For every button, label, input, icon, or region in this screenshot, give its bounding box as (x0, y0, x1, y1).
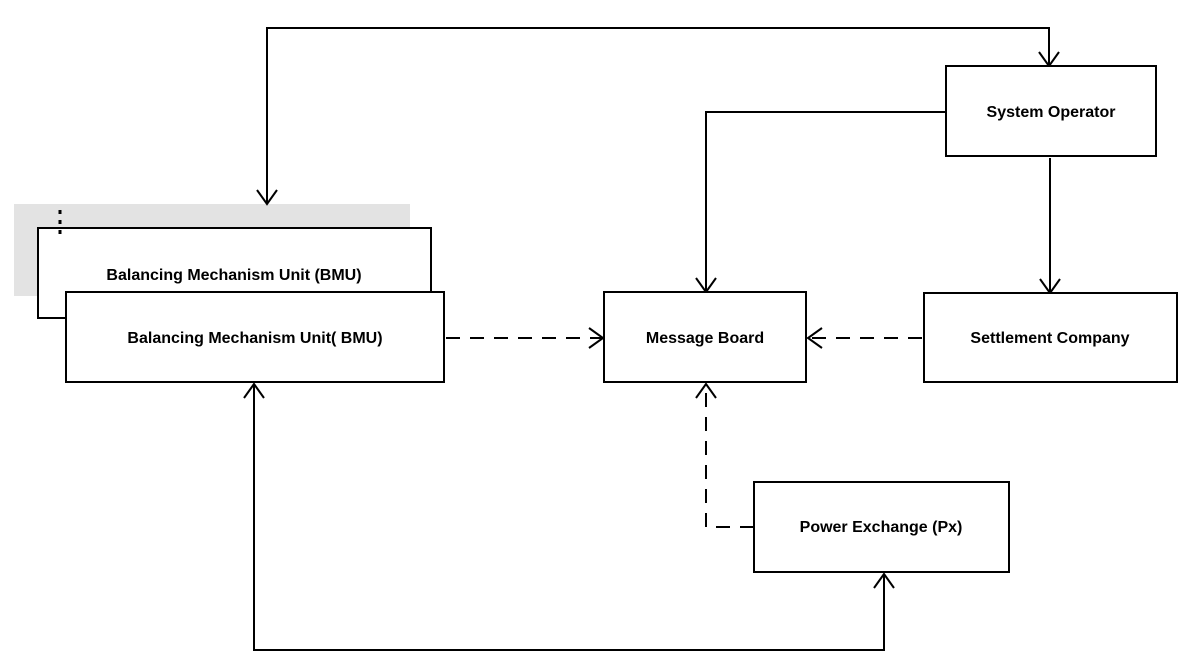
node-bmu-front-label: Balancing Mechanism Unit( BMU) (127, 330, 382, 347)
edge-system-operator-settlement (1039, 158, 1061, 295)
arrowhead-message-board-right (806, 327, 823, 349)
node-system-operator-label: System Operator (987, 104, 1116, 121)
edge-bmu-message-board (446, 327, 605, 349)
node-power-exchange-label: Power Exchange (Px) (800, 519, 963, 536)
edge-settlement-message-board (806, 327, 922, 349)
node-message-board: Message Board (603, 291, 807, 383)
edge-bmu-power-exchange (243, 382, 895, 651)
arrowhead-bmu-top (256, 189, 278, 206)
node-bmu-front: Balancing Mechanism Unit( BMU) (65, 291, 445, 383)
edge-bmu-system-operator (256, 27, 1060, 206)
node-bmu-back-label: Balancing Mechanism Unit (BMU) (106, 267, 361, 284)
arrowhead-message-board-bottom (695, 382, 717, 399)
node-power-exchange: Power Exchange (Px) (753, 481, 1010, 573)
node-settlement-company: Settlement Company (923, 292, 1178, 383)
arrowhead-power-exchange-bottom (873, 572, 895, 589)
node-message-board-label: Message Board (646, 330, 764, 347)
node-system-operator: System Operator (945, 65, 1157, 157)
edge-power-exchange-message-board (695, 382, 754, 528)
node-settlement-company-label: Settlement Company (970, 330, 1129, 347)
arrowhead-bmu-bottom (243, 382, 265, 399)
edge-system-operator-message-board (695, 111, 946, 294)
